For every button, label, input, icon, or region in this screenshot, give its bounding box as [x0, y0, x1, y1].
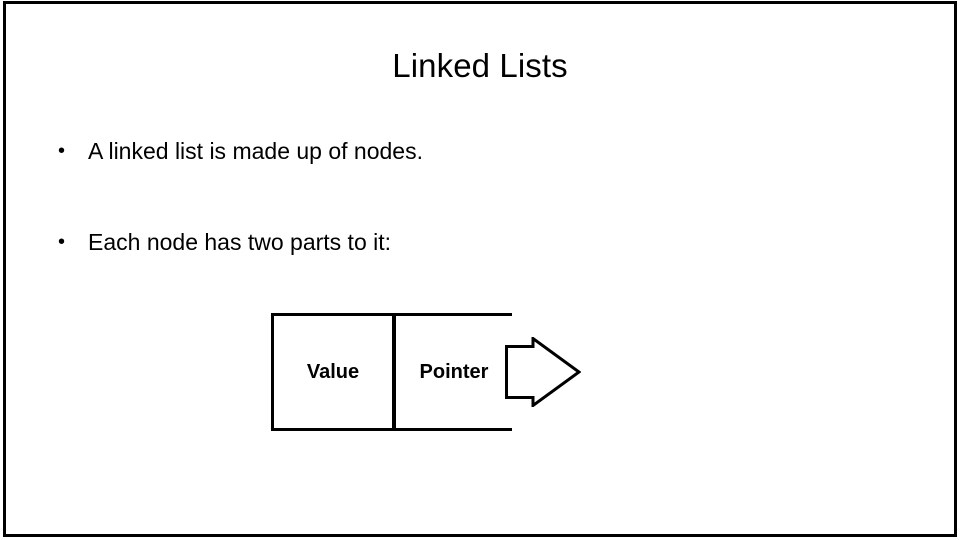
bullet-item-label: Each node has two parts to it: [88, 229, 392, 255]
node-cell-value-label: Value [306, 360, 360, 383]
bullet-item: • A linked list is made up of nodes. [56, 136, 423, 166]
right-arrow-icon [505, 337, 581, 407]
bullet-item-label: A linked list is made up of nodes. [88, 138, 423, 164]
bullet-point-icon: • [58, 140, 66, 162]
bullet-point-icon: • [58, 231, 66, 253]
page-title: Linked Lists [392, 47, 568, 84]
bullet-item: • Each node has two parts to it: [56, 227, 391, 257]
node-cell-pointer: Pointer [393, 313, 512, 431]
node-cell-pointer-label: Pointer [419, 360, 489, 383]
node-diagram: Value Pointer [269, 311, 581, 433]
node-cell-value: Value [271, 313, 395, 431]
